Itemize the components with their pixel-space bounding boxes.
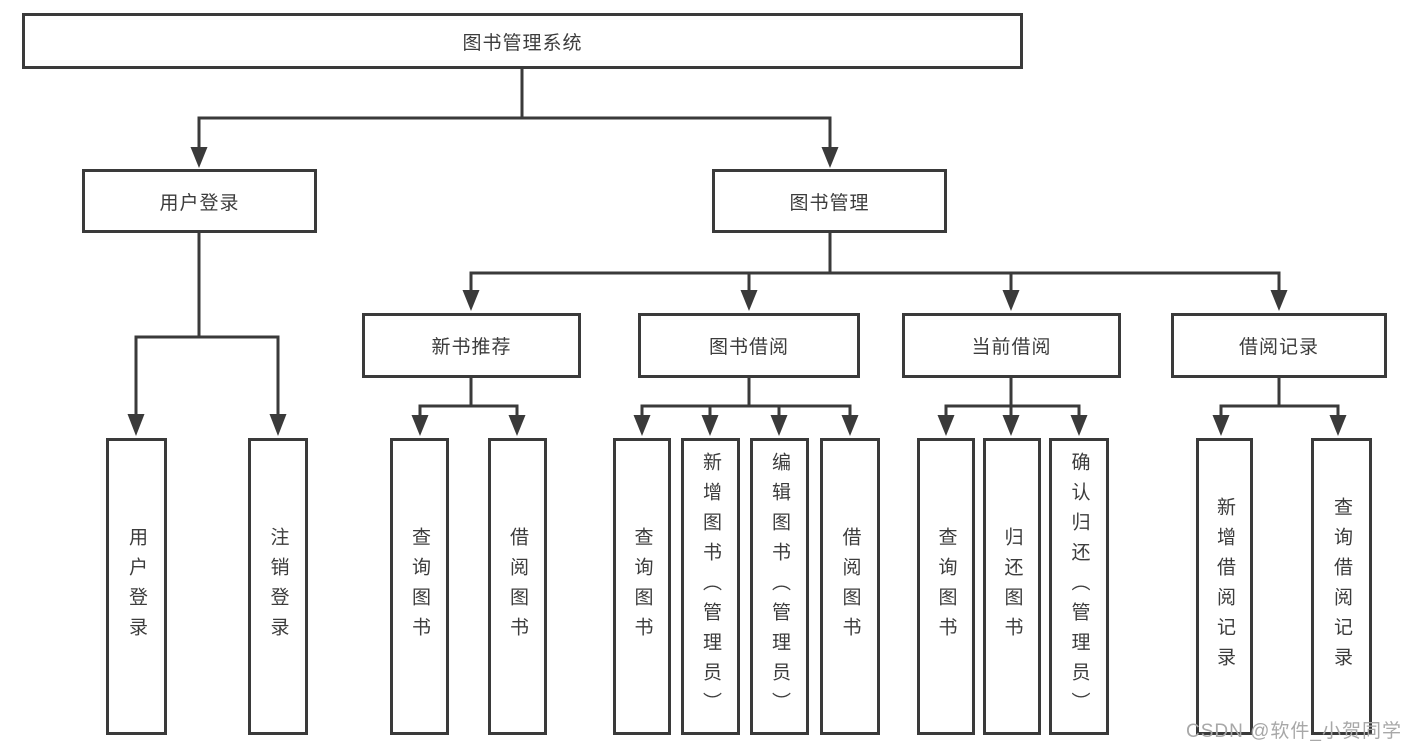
leaf-confirm-return-admin: 确认归还（管理员） xyxy=(1049,438,1109,735)
leaf-query-books-borrow-label: 查询图书 xyxy=(631,526,653,647)
node-library-system: 图书管理系统 xyxy=(22,13,1023,69)
leaf-logout: 注销登录 xyxy=(248,438,308,735)
leaf-edit-book-admin: 编辑图书（管理员） xyxy=(750,438,809,735)
leaf-query-books-recommend: 查询图书 xyxy=(390,438,449,735)
leaf-query-books-current-label: 查询图书 xyxy=(935,526,957,647)
connector-newbooks-to-leaves xyxy=(418,376,519,416)
leaf-user-login: 用户登录 xyxy=(106,438,167,735)
node-library-system-label: 图书管理系统 xyxy=(462,32,583,54)
leaf-add-book-admin-label: 新增图书（管理员） xyxy=(700,451,721,722)
leaf-query-books-borrow: 查询图书 xyxy=(613,438,671,735)
leaf-borrow-books-recommend: 借阅图书 xyxy=(488,438,547,735)
leaf-confirm-return-admin-label: 确认归还（管理员） xyxy=(1068,451,1090,722)
connector-userlogin-to-leaves xyxy=(134,231,280,416)
leaf-add-book-admin: 新增图书（管理员） xyxy=(681,438,740,735)
leaf-query-books-current: 查询图书 xyxy=(917,438,975,735)
leaf-edit-book-admin-label: 编辑图书（管理员） xyxy=(769,451,790,722)
leaf-logout-label: 注销登录 xyxy=(267,526,289,647)
leaf-add-borrow-record: 新增借阅记录 xyxy=(1196,438,1253,735)
node-book-borrow: 图书借阅 xyxy=(638,313,860,378)
node-borrow-records-label: 借阅记录 xyxy=(1238,337,1319,358)
watermark: CSDN @软件_小贺同学 xyxy=(1186,721,1402,742)
leaf-borrow-books-label: 借阅图书 xyxy=(839,526,861,647)
leaf-borrow-books-recommend-label: 借阅图书 xyxy=(507,526,528,647)
node-book-management: 图书管理 xyxy=(712,169,947,233)
leaf-user-login-label: 用户登录 xyxy=(126,526,147,647)
node-user-login: 用户登录 xyxy=(82,169,317,233)
node-book-borrow-label: 图书借阅 xyxy=(708,337,789,358)
node-new-book-recommend-label: 新书推荐 xyxy=(431,337,512,358)
connector-currentborrow-to-leaves xyxy=(944,376,1081,416)
node-user-login-label: 用户登录 xyxy=(159,192,240,214)
leaf-query-books-recommend-label: 查询图书 xyxy=(409,526,430,647)
connector-records-to-leaves xyxy=(1219,376,1340,416)
leaf-query-borrow-record: 查询借阅记录 xyxy=(1311,438,1372,735)
leaf-query-borrow-record-label: 查询借阅记录 xyxy=(1331,496,1352,677)
leaf-return-book: 归还图书 xyxy=(983,438,1041,735)
node-new-book-recommend: 新书推荐 xyxy=(362,313,581,378)
leaf-add-borrow-record-label: 新增借阅记录 xyxy=(1214,496,1235,677)
node-book-management-label: 图书管理 xyxy=(789,192,870,214)
leaf-return-book-label: 归还图书 xyxy=(1001,526,1023,647)
connector-bookborrow-to-leaves xyxy=(640,376,852,416)
connector-root-to-level1 xyxy=(197,67,832,149)
node-current-borrow-label: 当前借阅 xyxy=(971,337,1052,358)
node-current-borrow: 当前借阅 xyxy=(902,313,1121,378)
leaf-borrow-books: 借阅图书 xyxy=(820,438,880,735)
connector-bookmgmt-to-level2 xyxy=(469,231,1281,292)
node-borrow-records: 借阅记录 xyxy=(1171,313,1387,378)
